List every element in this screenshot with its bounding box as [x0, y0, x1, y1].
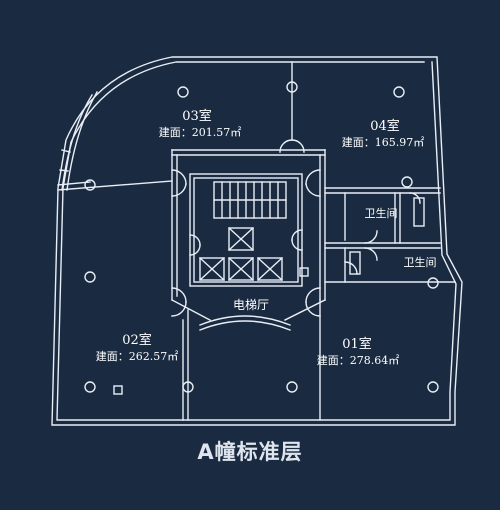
room-01-name: 01室 — [342, 336, 372, 352]
restroom-label-upper: 卫生间 — [365, 206, 398, 220]
room-01-area: 建面：278.64㎡ — [317, 353, 400, 367]
partition-walls — [171, 61, 456, 421]
door-swings — [171, 139, 421, 317]
fixtures — [113, 197, 425, 395]
room-02-area: 建面：262.57㎡ — [96, 349, 179, 363]
building-core — [189, 173, 303, 287]
room-03-area: 建面：201.57㎡ — [159, 125, 242, 139]
facade-mullions — [57, 149, 173, 191]
outer-wall — [51, 56, 463, 426]
room-labels: 03室 建面：201.57㎡ 04室 建面：165.97㎡ 02室 建面：262… — [96, 108, 437, 367]
structural-columns — [84, 81, 439, 393]
room-03-name: 03室 — [182, 108, 212, 124]
room-04-name: 04室 — [370, 118, 400, 134]
elevator-lobby-label: 电梯厅 — [233, 298, 269, 312]
room-02-name: 02室 — [122, 332, 152, 348]
room-04-area: 建面：165.97㎡ — [342, 135, 425, 149]
restroom-label-lower: 卫生间 — [404, 255, 437, 269]
floor-plan-caption: A幢标准层 — [197, 440, 303, 464]
lobby-curves — [199, 315, 291, 331]
